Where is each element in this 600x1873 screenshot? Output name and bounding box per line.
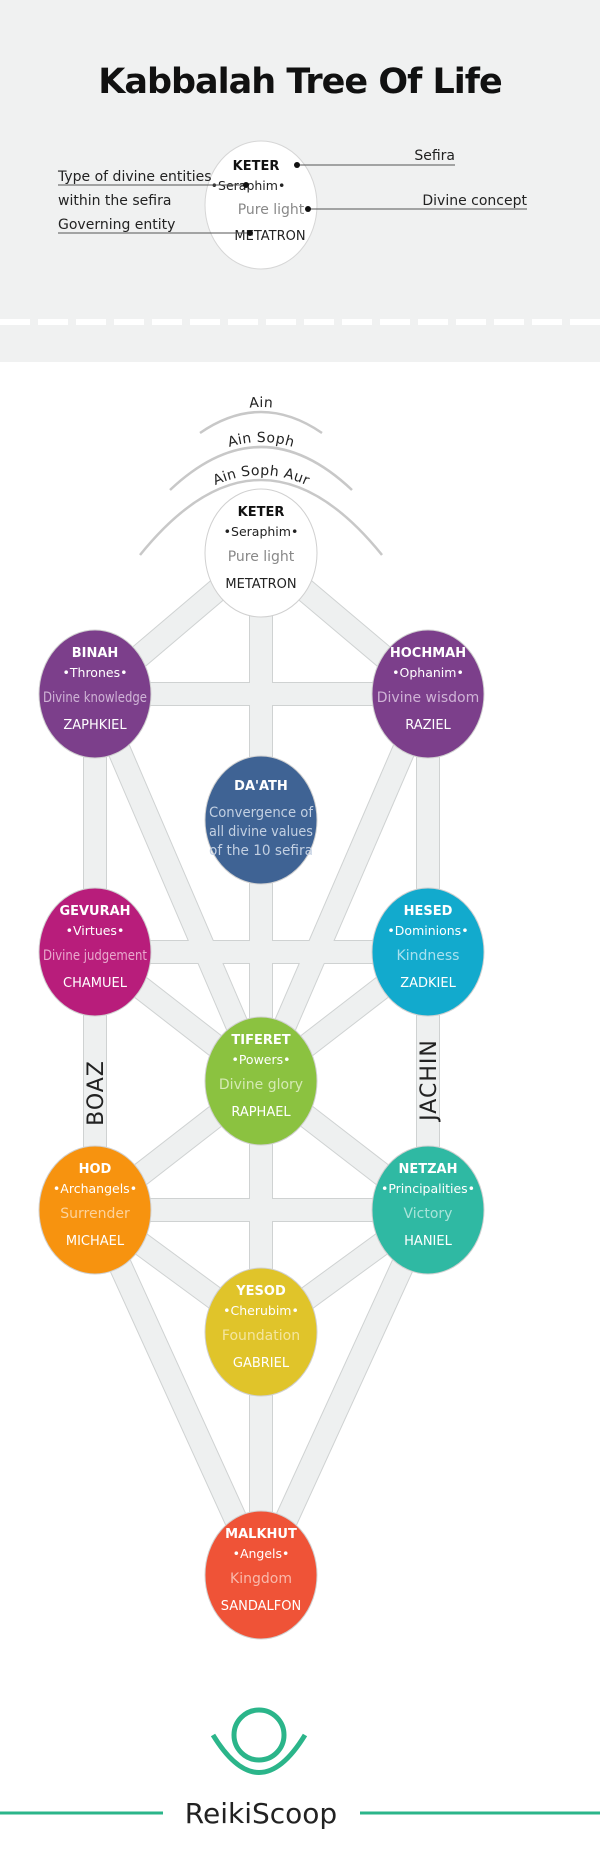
sefira-entities: •Seraphim• xyxy=(224,524,299,539)
sefira-concept: Kingdom xyxy=(230,1571,292,1587)
sefira-name: BINAH xyxy=(72,646,119,661)
pillar-jachin: JACHIN xyxy=(417,1039,442,1123)
leader-dot xyxy=(243,182,249,188)
legend-entities-label-2: within the sefira xyxy=(58,193,171,209)
legend-sefira-label: Sefira xyxy=(414,148,455,164)
sefira-name: HOCHMAH xyxy=(390,646,466,661)
pillar-boaz: BOAZ xyxy=(84,1060,109,1126)
sefira-circle xyxy=(204,1016,318,1146)
sefira-concept: Divine wisdom xyxy=(377,690,480,706)
legend-governor-label: Governing entity xyxy=(58,217,175,233)
sefira-entities: •Ophanim• xyxy=(392,665,464,680)
sefira-governor: CHAMUEL xyxy=(63,976,128,991)
sefira-circle xyxy=(371,1145,485,1275)
sefira-circle xyxy=(204,488,318,618)
sefira-entities: •Cherubim• xyxy=(223,1303,299,1318)
sefira-governor: MICHAEL xyxy=(66,1234,125,1249)
path-fill xyxy=(84,1205,272,1580)
sefira-governor: RAZIEL xyxy=(405,718,451,733)
sefira-concept: Kindness xyxy=(397,948,460,964)
brand-name: ReikiScoop xyxy=(185,1797,337,1830)
legend-sample-circle xyxy=(204,140,318,270)
sefira-name: KETER xyxy=(238,505,285,520)
sefira-circle xyxy=(371,887,485,1017)
sefira-concept: Divine knowledge xyxy=(43,690,147,706)
sefira-concept: Foundation xyxy=(222,1328,300,1344)
sefira-concept: Victory xyxy=(404,1206,453,1222)
sefira-concept: all divine values xyxy=(209,824,313,840)
sefira-entities: •Virtues• xyxy=(66,923,125,938)
sefira-circle xyxy=(204,755,318,885)
sefira-entities: •Thrones• xyxy=(63,665,128,680)
sefira-name: YESOD xyxy=(235,1284,286,1299)
sefira-name: HOD xyxy=(79,1162,112,1177)
brand-logo: ReikiScoop xyxy=(0,1707,600,1830)
sefira-daath: DA'ATH Convergence of all divine values of … xyxy=(204,755,318,885)
sefira-governor: HANIEL xyxy=(404,1234,452,1249)
leader-dot xyxy=(294,162,300,168)
sefira-name: NETZAH xyxy=(399,1162,458,1177)
leader-dot xyxy=(247,230,253,236)
legend-sample-name: KETER xyxy=(233,159,280,174)
sefira-governor: RAPHAEL xyxy=(231,1105,291,1120)
veil-arc xyxy=(198,410,324,435)
sefira-entities: •Angels• xyxy=(233,1546,290,1561)
legend-sample-governor: METATRON xyxy=(234,229,305,244)
sefira-circle xyxy=(204,1267,318,1397)
legend-sample-concept: Pure light xyxy=(238,202,305,218)
sefira-concept: Divine glory xyxy=(219,1077,303,1093)
sefira-concept: Pure light xyxy=(228,549,295,565)
sefira-name: DA'ATH xyxy=(234,779,288,794)
sefira-governor: ZAPHKIEL xyxy=(63,718,127,733)
sefira-circle xyxy=(38,887,152,1017)
legend: KETER •Seraphim• Pure light METATRON Sef… xyxy=(57,140,528,270)
page-title: Kabbalah Tree Of Life xyxy=(98,62,502,102)
path-fill xyxy=(250,1205,439,1580)
sefira-entities: •Powers• xyxy=(231,1052,290,1067)
sefira-governor: GABRIEL xyxy=(233,1356,290,1371)
sefira-entities: •Dominions• xyxy=(387,923,468,938)
sefira-name: GEVURAH xyxy=(59,904,130,919)
sefira-concept: Divine judgement xyxy=(43,948,147,964)
logo-ring-icon xyxy=(231,1707,287,1763)
sefira-governor: SANDALFON xyxy=(221,1599,301,1614)
legend-entities-label-1: Type of divine entities xyxy=(57,169,212,185)
sefira-entities: •Archangels• xyxy=(53,1181,137,1196)
veil-label-ain-soph-aur: Ain Soph Aur xyxy=(211,463,312,489)
veil-label-ain-soph: Ain Soph xyxy=(226,430,296,451)
sefira-circle xyxy=(38,629,152,759)
sefira-name: TIFERET xyxy=(231,1033,290,1048)
sefira-circle xyxy=(38,1145,152,1275)
path-fill xyxy=(250,689,439,1086)
veil-label-ain: Ain xyxy=(249,395,274,412)
sefira-entities: •Principalities• xyxy=(381,1181,475,1196)
veil-labels: Ain Ain Soph Ain Soph Aur xyxy=(211,395,312,489)
sefira-governor: ZADKIEL xyxy=(400,976,456,991)
sefira-concept: Surrender xyxy=(60,1206,130,1222)
sefira-concept: of the 10 sefira xyxy=(209,843,313,859)
sefira-name: HESED xyxy=(404,904,453,919)
logo-smile-icon xyxy=(210,1733,308,1775)
sefira-circle xyxy=(371,629,485,759)
path-fill xyxy=(84,689,272,1086)
legend-concept-label: Divine concept xyxy=(422,193,527,209)
sefira-concept: Convergence of xyxy=(209,805,314,821)
sefira-governor: METATRON xyxy=(225,577,296,592)
leader-dot xyxy=(305,206,311,212)
sefira-circle xyxy=(204,1510,318,1640)
sefira-name: MALKHUT xyxy=(225,1527,297,1542)
